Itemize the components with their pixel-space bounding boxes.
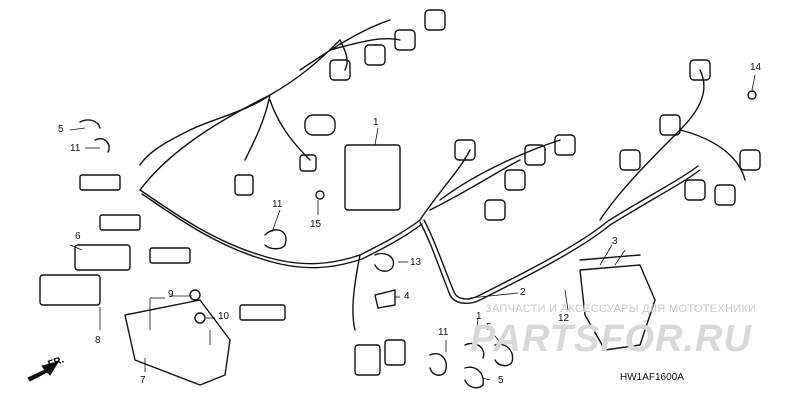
- part-number-1-top: 1: [373, 117, 379, 128]
- part-number-5-left: 5: [58, 124, 64, 135]
- diagram-code: HW1AF1600A: [620, 372, 684, 383]
- part-number-7: 7: [140, 375, 146, 386]
- part-number-1-bottom: 1: [476, 311, 482, 322]
- main-harness: [139, 39, 341, 191]
- part-number-11-left: 11: [70, 143, 81, 154]
- part-number-10: 10: [218, 311, 230, 322]
- part-number-11-mid: 11: [272, 199, 283, 210]
- part-number-9: 9: [168, 289, 174, 300]
- part-number-12: 12: [558, 313, 570, 324]
- part-number-11-bottom: 11: [438, 327, 449, 338]
- part-number-5-a: 5: [486, 322, 492, 333]
- part-number-13: 13: [410, 257, 422, 268]
- watermark-logo: PARTSFOR.RU: [470, 318, 752, 360]
- part-number-5-b: 5: [498, 375, 504, 386]
- part-number-3: 3: [612, 236, 618, 247]
- front-arrow-icon: [27, 361, 60, 382]
- watermark-subtitle: ЗАПЧАСТИ И АКСЕССУАРЫ ДЛЯ МОТОТЕХНИКИ: [485, 303, 757, 315]
- part-number-8: 8: [95, 335, 101, 346]
- part-number-2: 2: [520, 287, 526, 298]
- part-number-15: 15: [310, 219, 322, 230]
- part-number-14: 14: [750, 62, 762, 73]
- part-number-6: 6: [75, 231, 81, 242]
- part-number-4: 4: [404, 291, 410, 302]
